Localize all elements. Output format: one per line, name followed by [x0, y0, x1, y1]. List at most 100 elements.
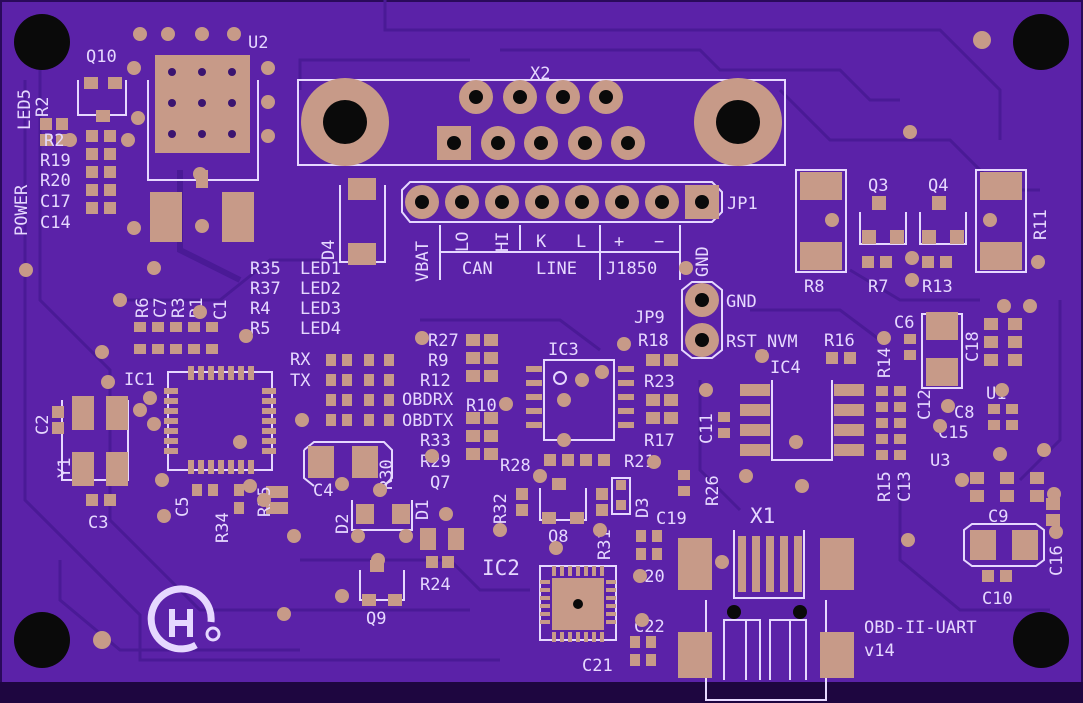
led2-label: LED2: [300, 279, 341, 299]
r-c-row: R6 C7 R3 R1 C1: [133, 298, 231, 354]
pin-label-minus: −: [654, 232, 664, 252]
mounting-holes: [14, 14, 1069, 668]
jp9-label: JP9: [634, 308, 665, 328]
c5-label: C5: [173, 497, 193, 517]
pin-label-lo: LO: [453, 232, 473, 252]
jp9-rst-label: RST_NVM: [726, 332, 798, 352]
r19-label: R19: [40, 151, 71, 171]
u3-label: U3: [930, 451, 950, 471]
r12-label: R12: [420, 371, 451, 391]
q4-label: Q4: [928, 176, 948, 196]
group-label-can: CAN: [462, 259, 493, 279]
q3-label: Q3: [868, 176, 888, 196]
r27-label: R27: [428, 331, 459, 351]
r18-r23-r17: R18 R23 R17 R26 C11: [638, 331, 730, 506]
c7-label: C7: [151, 298, 171, 318]
r33-label: R33: [420, 431, 451, 451]
group-label-j1850: J1850: [606, 259, 657, 279]
r3-label: R3: [169, 298, 189, 318]
r35-label: R35: [250, 259, 281, 279]
d3-label: D3: [633, 498, 653, 518]
pin-label-gnd: GND: [693, 246, 713, 277]
d1-label: D1: [413, 500, 433, 520]
d2-label: D2: [333, 514, 353, 534]
r21-label: R21: [624, 452, 655, 472]
d4-label: D4: [319, 240, 339, 260]
c18-label: C18: [963, 331, 983, 362]
d4-diode: D4: [319, 178, 386, 265]
obdrx-label: OBDRX: [402, 390, 454, 410]
crystal-y1: C2 Y1 C3: [33, 396, 129, 533]
r28-label: R28: [500, 456, 531, 476]
r20-label: R20: [40, 171, 71, 191]
pin-label-plus: +: [614, 232, 624, 252]
r9-label: R9: [428, 351, 448, 371]
tx-label: TX: [290, 371, 311, 391]
r32-label: R32: [491, 493, 511, 524]
r10-label: R10: [466, 396, 497, 416]
ic1-mcu: IC1: [124, 366, 276, 474]
r18-label: R18: [638, 331, 669, 351]
diodes-d1-d2: D2 D1 Q7 R24 Q9: [333, 473, 464, 629]
hackaday-h-icon: [147, 585, 221, 653]
q8-group: Q8 R32 R31 D3: [491, 477, 653, 560]
c11-label: C11: [697, 413, 717, 444]
x2-label: X2: [530, 64, 550, 84]
c16-label: C16: [1047, 545, 1067, 576]
led1-label: LED1: [300, 259, 341, 279]
pin-label-l: L: [576, 232, 586, 252]
r28-r21-row: R28 R21: [500, 452, 655, 476]
r23-label: R23: [644, 372, 675, 392]
r6-label: R6: [133, 298, 153, 318]
r34-label: R34: [213, 512, 233, 543]
r37-label: R37: [250, 279, 281, 299]
q10-label: Q10: [86, 47, 117, 67]
c3-label: C3: [88, 513, 108, 533]
r11-label: R11: [1031, 209, 1051, 240]
led3-label: LED3: [300, 299, 341, 319]
ic2-label: IC2: [482, 556, 520, 580]
u1-group: C18 U1 C8 C15: [938, 318, 1022, 443]
led-array: RX TX OBDRX OBDTX: [290, 350, 454, 431]
q3-q4-group: R8 Q3 R7 Q4 R13 R11: [795, 169, 1051, 297]
ic3-chip: IC3: [526, 340, 634, 441]
power-label: POWER: [12, 184, 32, 236]
ic2-chip: IC2 C21: [482, 556, 617, 676]
c9-label: C9: [988, 507, 1008, 527]
u2-label: U2: [248, 33, 268, 53]
group-label-line: LINE: [536, 259, 577, 279]
c5-r34-r25: C5 R34 R25: [173, 484, 288, 543]
board-edge: [0, 682, 1083, 703]
r15-label: R15: [875, 471, 895, 502]
x2-connector: X2: [297, 64, 786, 166]
r7-label: R7: [868, 277, 888, 297]
jp1-header: JP1 VBAT LO HI K L + − GND CAN LINE J185…: [401, 181, 758, 282]
r24-label: R24: [420, 575, 451, 595]
r14-label: R14: [875, 347, 895, 378]
c6-label: C6: [894, 313, 914, 333]
r16-label: R16: [824, 331, 855, 351]
c14-label: C14: [40, 213, 71, 233]
obdtx-label: OBDTX: [402, 411, 454, 431]
r26-label: R26: [703, 475, 723, 506]
q7-label: Q7: [430, 473, 450, 493]
c10-label: C10: [982, 589, 1013, 609]
c8-label: C8: [954, 403, 974, 423]
c13-label: C13: [895, 471, 915, 502]
led-labels: R35 R37 R4 R5 LED1 LED2 LED3 LED4: [250, 259, 341, 339]
ic4-label: IC4: [770, 358, 801, 378]
r13-label: R13: [922, 277, 953, 297]
ic1-label: IC1: [124, 370, 155, 390]
c2-label: C2: [33, 415, 53, 435]
x1-label: X1: [750, 504, 775, 528]
jp1-label: JP1: [727, 194, 758, 214]
r30-label: R30: [377, 459, 397, 490]
rx-label: RX: [290, 350, 311, 370]
c4-label: C4: [313, 481, 333, 501]
q9-label: Q9: [366, 609, 386, 629]
r17-label: R17: [644, 431, 675, 451]
pin-label-hi: HI: [493, 232, 513, 252]
c1-label: C1: [211, 300, 231, 320]
r5-label: R5: [250, 319, 270, 339]
jp9-jumper: GND RST_NVM JP9: [634, 281, 798, 359]
